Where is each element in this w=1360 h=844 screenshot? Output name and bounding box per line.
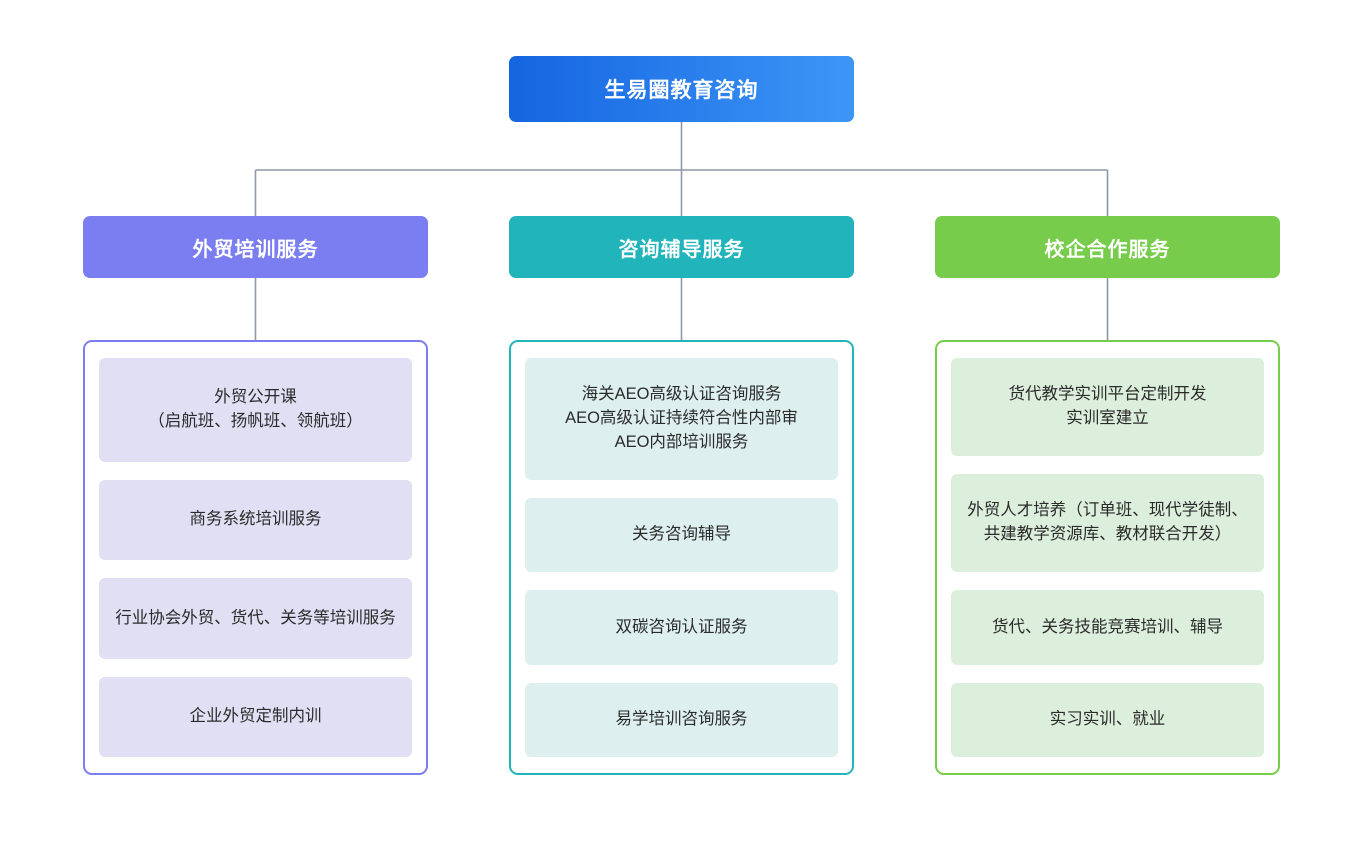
leaf-item-label: 实习实训、就业 xyxy=(1049,709,1166,728)
branch-header-foreign-trade-training[interactable]: 外贸培训服务 xyxy=(83,216,428,278)
leaf-item-label: 外贸人才培养（订单班、现代学徒制、共建教学资源库、教材联合开发） xyxy=(967,501,1248,544)
leaf-item[interactable]: 海关AEO高级认证咨询服务 AEO高级认证持续符合性内部审 AEO内部培训服务 xyxy=(525,358,838,481)
branch-header-consulting-tutoring[interactable]: 咨询辅导服务 xyxy=(509,216,854,278)
branch-foreign-trade-training: 外贸培训服务 外贸公开课 （启航班、扬帆班、领航班） 商务系统培训服务 行业协会… xyxy=(83,216,428,775)
leaf-item[interactable]: 商务系统培训服务 xyxy=(99,480,412,561)
branch-body-foreign-trade-training: 外贸公开课 （启航班、扬帆班、领航班） 商务系统培训服务 行业协会外贸、货代、关… xyxy=(83,340,428,775)
leaf-item-label: 双碳咨询认证服务 xyxy=(615,617,748,636)
branch-header-label: 校企合作服务 xyxy=(1044,238,1171,261)
leaf-item-label: 货代教学实训平台定制开发 实训室建立 xyxy=(1008,385,1207,428)
leaf-item-label: 货代、关务技能竞赛培训、辅导 xyxy=(992,617,1223,636)
leaf-item-label: 行业协会外贸、货代、关务等培训服务 xyxy=(115,608,396,627)
branch-body-consulting-tutoring: 海关AEO高级认证咨询服务 AEO高级认证持续符合性内部审 AEO内部培训服务 … xyxy=(509,340,854,775)
branch-header-label: 咨询辅导服务 xyxy=(618,238,745,261)
branch-header-label: 外贸培训服务 xyxy=(192,238,319,261)
leaf-item-label: 关务咨询辅导 xyxy=(632,525,731,544)
leaf-item[interactable]: 关务咨询辅导 xyxy=(525,498,838,573)
leaf-item[interactable]: 实习实训、就业 xyxy=(951,682,1264,758)
leaf-item[interactable]: 企业外贸定制内训 xyxy=(99,676,412,757)
branch-school-enterprise-cooperation: 校企合作服务 货代教学实训平台定制开发 实训室建立 外贸人才培养（订单班、现代学… xyxy=(935,216,1280,775)
leaf-item[interactable]: 货代、关务技能竞赛培训、辅导 xyxy=(951,590,1264,665)
leaf-item-label: 商务系统培训服务 xyxy=(189,510,322,529)
leaf-item[interactable]: 双碳咨询认证服务 xyxy=(525,590,838,665)
leaf-item[interactable]: 货代教学实训平台定制开发 实训室建立 xyxy=(951,358,1264,457)
leaf-item-label: 海关AEO高级认证咨询服务 AEO高级认证持续符合性内部审 AEO内部培训服务 xyxy=(565,385,798,452)
leaf-item[interactable]: 外贸公开课 （启航班、扬帆班、领航班） xyxy=(99,358,412,463)
leaf-item[interactable]: 外贸人才培养（订单班、现代学徒制、共建教学资源库、教材联合开发） xyxy=(951,474,1264,573)
root-node-label: 生易圈教育咨询 xyxy=(604,79,759,102)
leaf-item-label: 易学培训咨询服务 xyxy=(615,709,748,728)
root-node[interactable]: 生易圈教育咨询 xyxy=(509,56,854,122)
leaf-item-label: 企业外贸定制内训 xyxy=(189,706,322,725)
branch-body-school-enterprise-cooperation: 货代教学实训平台定制开发 实训室建立 外贸人才培养（订单班、现代学徒制、共建教学… xyxy=(935,340,1280,775)
leaf-item[interactable]: 行业协会外贸、货代、关务等培训服务 xyxy=(99,578,412,659)
leaf-item[interactable]: 易学培训咨询服务 xyxy=(525,682,838,758)
leaf-item-label: 外贸公开课 （启航班、扬帆班、领航班） xyxy=(148,388,363,431)
branch-consulting-tutoring: 咨询辅导服务 海关AEO高级认证咨询服务 AEO高级认证持续符合性内部审 AEO… xyxy=(509,216,854,775)
branch-header-school-enterprise-cooperation[interactable]: 校企合作服务 xyxy=(935,216,1280,278)
